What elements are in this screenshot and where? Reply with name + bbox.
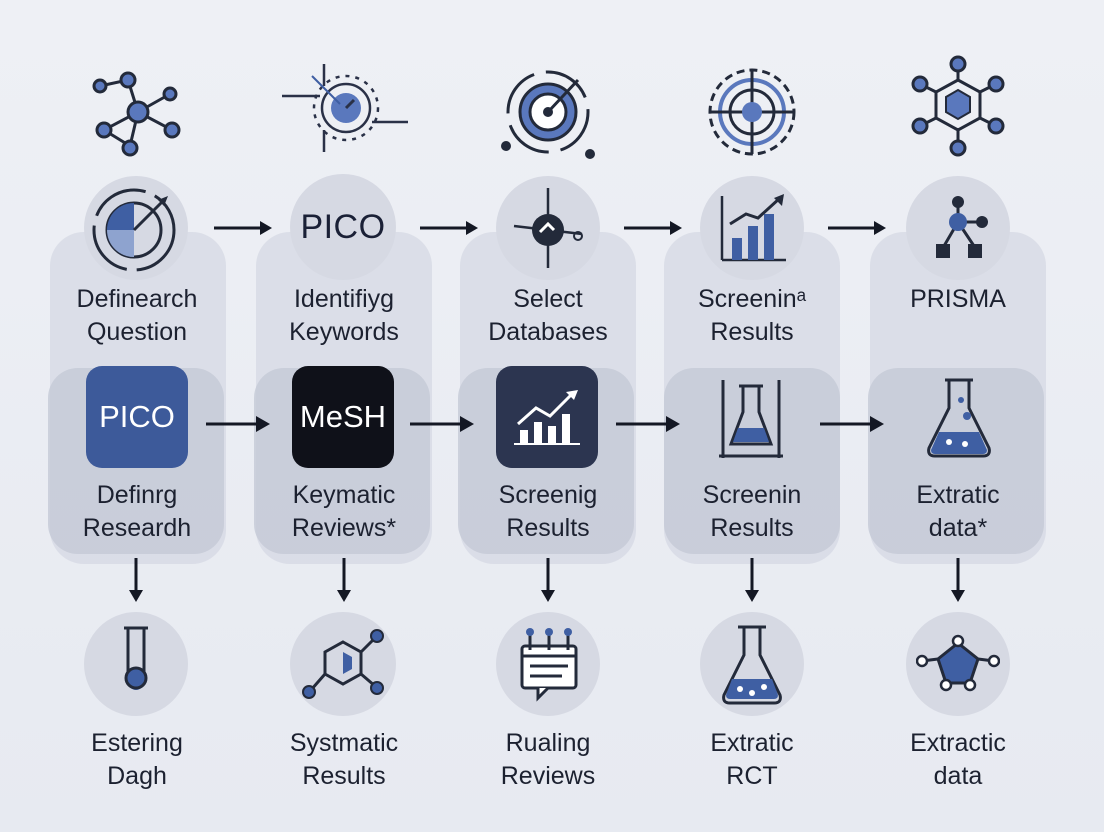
middle-node-4 [700,366,802,468]
middle-label-4-line1: Screenin [702,481,802,509]
pico-badge-text: PICO [300,207,386,246]
middle-label-2-line2: Reviews* [291,514,397,542]
bottom-node-1 [84,612,188,716]
top-label-4-line1: Screeninᵃ [698,285,806,313]
top-node-4 [700,176,804,280]
test-tube-icon [124,626,148,690]
arrow-right-middle-4 [820,416,884,432]
top-label-5-line1: PRISMA [910,285,1006,313]
bottom-label-5-line1: Extractic [910,729,1006,757]
pico-badge-text-2: PICO [99,399,175,434]
middle-label-2-line1: Keymatic [292,481,396,509]
arrow-down-1 [129,558,143,602]
middle-node-3 [496,366,598,468]
middle-node-1: PICO [86,366,188,468]
bottom-node-3 [496,612,600,716]
bottom-label-2-line2: Results [302,762,386,790]
middle-label-3: Screenig Results [448,479,648,545]
target-crosshair-icon [282,64,408,152]
top-node-1 [84,176,188,280]
arrow-down-4 [745,558,759,602]
middle-label-3-line2: Results [506,514,590,542]
middle-label-5-line2: data* [928,514,988,542]
bottom-label-1-line2: Dagh [107,762,167,790]
bottom-label-3: Rualing Reviews [448,727,648,793]
middle-label-1-line1: Definrg [96,481,178,509]
arrow-right-top-1 [214,221,272,235]
bottom-label-3-line2: Reviews [500,762,596,790]
bottom-label-3-line1: Rualing [505,729,591,757]
arrow-down-3 [541,558,555,602]
middle-label-2: Keymatic Reviews* [244,479,444,545]
middle-label-1: Definrg Researdh [37,479,237,545]
mesh-badge-text: MeSH [299,399,387,434]
bottom-label-2-line1: Systmatic [289,729,399,757]
benzene-molecule-icon [302,629,384,699]
top-label-3-line1: Select [513,285,583,313]
bottom-label-5: Extractic data [858,727,1058,793]
top-label-5: PRISMA [858,283,1058,316]
middle-label-4: Screenin Results [652,479,852,545]
top-label-2-line2: Keywords [289,318,399,346]
arrow-down-2 [337,558,351,602]
arrow-down-5 [951,558,965,602]
middle-node-5 [908,366,1010,468]
top-label-1-line1: Definearch [76,285,198,313]
lab-flask-icon [722,625,782,705]
radar-sweep-icon [708,68,796,156]
bottom-label-4: Extratic RCT [652,727,852,793]
top-label-2-line1: Identifiyg [293,285,395,313]
pentagon-molecule-icon [916,634,1000,692]
compass-target-icon [92,188,176,272]
middle-label-5: Extratic data* [858,479,1058,545]
arrow-right-top-2 [420,221,478,235]
middle-label-4-line2: Results [710,514,794,542]
arrow-right-middle-1 [206,416,270,432]
top-label-4: Screeninᵃ Results [652,283,852,349]
middle-card-5 [868,368,1044,554]
bottom-node-4 [700,612,804,716]
middle-label-5-line1: Extratic [916,481,1000,509]
trend-bar-chart-icon [514,390,580,445]
bottom-label-5-line2: data [933,762,983,790]
arrow-right-top-4 [828,221,886,235]
middle-node-2: MeSH [292,366,394,468]
top-label-2: Identifiyg Keywords [244,283,444,349]
network-graph-icon [92,71,181,157]
top-node-2: PICO [290,174,396,280]
arrow-right-top-3 [624,221,682,235]
top-node-5 [906,176,1010,280]
top-label-3: Select Databases [448,283,648,349]
top-label-3-line2: Databases [488,318,608,346]
top-node-3 [496,176,600,280]
top-label-4-line2: Results [710,318,794,346]
middle-label-1-line2: Researdh [82,514,192,542]
arrow-right-middle-3 [616,416,680,432]
top-label-1: Definearch Question [37,283,237,349]
bottom-label-4-line1: Extratic [710,729,794,757]
bottom-node-2 [290,612,396,716]
beaker-flask-icon [719,380,783,458]
calendar-review-icon [520,628,578,702]
middle-card-4 [664,368,840,554]
arrow-right-middle-2 [410,416,474,432]
radar-target-icon [501,70,595,159]
bottom-label-2: Systmatic Results [244,727,444,793]
flowchart-nodes-icon [936,196,988,258]
erlenmeyer-flask-icon [927,378,991,458]
bottom-label-1: Estering Dagh [37,727,237,793]
bottom-label-4-line2: RCT [726,762,778,790]
bar-chart-up-icon [720,194,786,262]
middle-label-3-line1: Screenig [498,481,598,509]
top-label-1-line2: Question [86,318,188,346]
hexagon-molecule-icon [911,55,1005,157]
bottom-node-5 [906,612,1010,716]
bottom-label-1-line1: Estering [91,729,183,757]
database-probe-icon [513,188,583,268]
